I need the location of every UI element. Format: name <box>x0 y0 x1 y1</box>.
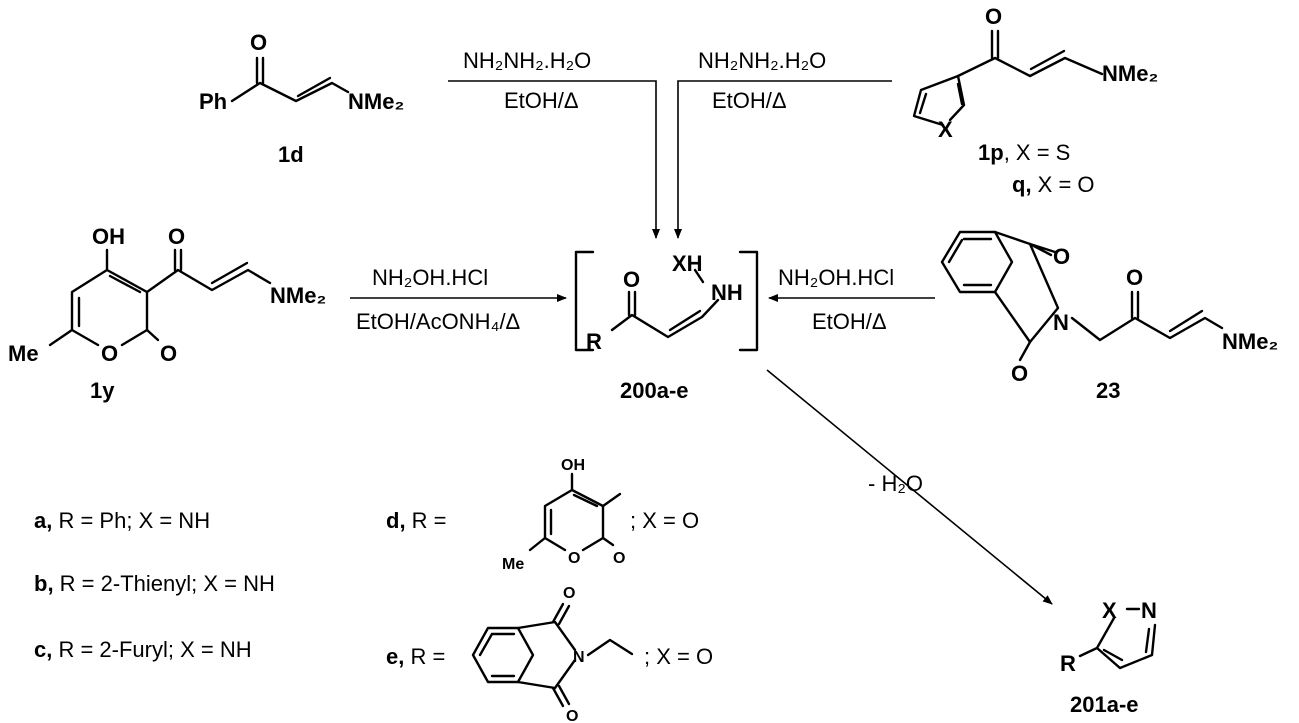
dehydration-label: - H₂O <box>868 471 923 496</box>
compound-201: X N R 201a-e <box>1060 598 1157 717</box>
group-nh: NH <box>711 280 743 305</box>
amine-nme2: NMe₂ <box>348 89 404 114</box>
legend-e-x-def: ; X = O <box>644 644 713 669</box>
methyl-me: Me <box>502 556 524 573</box>
legend-item-c: c, R = 2-Furyl; X = NH <box>34 637 252 662</box>
carbonyl-o-top: O <box>1053 244 1070 269</box>
atom-x: X <box>1102 598 1117 623</box>
group-r: R <box>586 329 602 354</box>
carbonyl-o: O <box>160 341 177 366</box>
solvent-hydroxylamine-right: EtOH/Δ <box>812 309 887 334</box>
carbonyl-o-bottom: O <box>1011 361 1028 386</box>
svg-text:d, R =: d, R = <box>386 508 447 533</box>
svg-text:e, R =: e, R = <box>386 644 445 669</box>
group-r: R <box>1060 651 1076 676</box>
atom-o: O <box>985 4 1002 29</box>
substituent-ph: Ph <box>199 89 227 114</box>
compound-1d: O Ph NMe₂ 1d <box>199 30 404 167</box>
compound-label-1y: 1y <box>90 378 115 403</box>
legend-list: a, R = Ph; X = NH b, R = 2-Thienyl; X = … <box>34 508 275 662</box>
imide-n: N <box>1053 310 1069 335</box>
legend-item-e: e, R = O O N ; X = O <box>386 585 713 723</box>
solvent-hydroxylamine-left: EtOH/AcONH₄/Δ <box>356 309 521 334</box>
compound-label-200: 200a-e <box>620 378 689 403</box>
compound-label-201: 201a-e <box>1070 692 1139 717</box>
compound-label-1p: 1p, X = S <box>978 140 1070 165</box>
reaction-arrows: NH₂NH₂.H₂O EtOH/Δ NH₂NH₂.H₂O EtOH/Δ NH₂O… <box>350 48 1053 605</box>
compound-1p: O X NMe₂ 1p, X = S q, X = O <box>912 4 1158 197</box>
carbonyl-o: O <box>613 550 625 567</box>
atom-n: N <box>1141 598 1157 623</box>
compound-1y: OH O O O Me NMe₂ 1y <box>8 224 326 403</box>
compound-label-1d: 1d <box>278 142 304 167</box>
ketone-o: O <box>1126 265 1143 290</box>
ring-o: O <box>568 550 580 567</box>
atom-o: O <box>250 30 267 55</box>
hydroxyl-oh: OH <box>92 224 125 249</box>
compound-23: O O N O NMe₂ 23 <box>940 230 1278 403</box>
legend-item-d: d, R = OH O O Me ; X = O <box>386 457 699 573</box>
legend-d-x-def: ; X = O <box>630 508 699 533</box>
solvent-hydrazine-right: EtOH/Δ <box>712 88 787 113</box>
reagent-hydrazine-left: NH₂NH₂.H₂O <box>463 48 591 73</box>
atom-o: O <box>168 224 185 249</box>
legend-item-a: a, R = Ph; X = NH <box>34 508 210 533</box>
reagent-hydroxylamine-right: NH₂OH.HCl <box>778 265 894 290</box>
group-xh: XH <box>672 251 703 276</box>
methyl-me: Me <box>8 341 39 366</box>
atom-x: X <box>938 117 953 142</box>
legend-item-b: b, R = 2-Thienyl; X = NH <box>34 571 275 596</box>
solvent-hydrazine-left: EtOH/Δ <box>504 88 579 113</box>
atom-o: O <box>623 267 640 292</box>
ring-o: O <box>101 341 118 366</box>
hydroxyl-oh: OH <box>561 457 585 474</box>
amine-nme2: NMe₂ <box>270 283 326 308</box>
compound-label-23: 23 <box>1096 378 1120 403</box>
reagent-hydrazine-right: NH₂NH₂.H₂O <box>698 48 826 73</box>
carbonyl-o-bottom: O <box>566 708 578 723</box>
compound-200: O XH NH R 200a-e <box>574 250 759 403</box>
amine-nme2: NMe₂ <box>1222 329 1278 354</box>
amine-nme2: NMe₂ <box>1102 61 1158 86</box>
compound-label-q: q, X = O <box>1012 172 1095 197</box>
reagent-hydroxylamine-left: NH₂OH.HCl <box>372 265 488 290</box>
carbonyl-o-top: O <box>563 585 575 602</box>
imide-n: N <box>573 649 585 666</box>
